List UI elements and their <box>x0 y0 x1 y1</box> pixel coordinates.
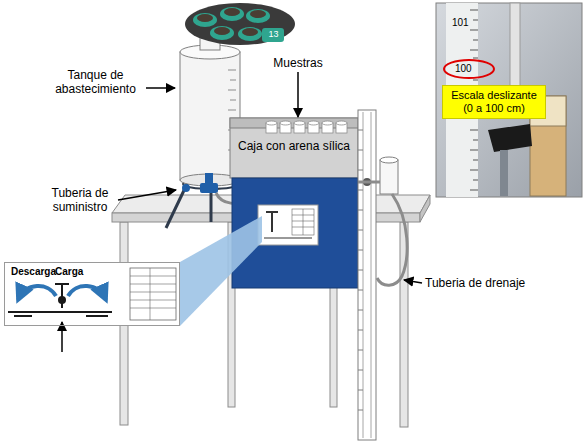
part-label: Muestras <box>268 56 328 70</box>
sand-box-part <box>292 209 314 235</box>
samples-photo <box>185 3 295 45</box>
scale-photo-part <box>510 3 520 98</box>
valve-panel: DescargaCarga <box>4 262 180 326</box>
samples <box>266 121 347 133</box>
sliding-scale-part <box>358 110 376 440</box>
sand-box <box>230 118 358 288</box>
samples-photo-part <box>242 28 258 36</box>
sand-box-part <box>264 238 312 239</box>
art-part-part <box>294 121 305 125</box>
samples-photo-part <box>262 28 284 42</box>
supply-tank-part <box>205 173 213 184</box>
leader-arrows-part <box>146 87 175 89</box>
sliding-scale-part <box>380 157 398 163</box>
sand-box-part <box>271 212 273 232</box>
zoom-wedge <box>180 216 262 326</box>
sliding-scale-part <box>358 130 363 410</box>
scale-photo <box>436 3 582 197</box>
leader-arrows-part <box>297 72 299 117</box>
leader-arrows-part <box>404 280 422 283</box>
sand-box-part <box>230 118 358 178</box>
zoom-wedge-part <box>180 216 262 326</box>
part-label: Tuberia de drenaje <box>425 276 555 290</box>
valve-panel-part <box>68 286 106 300</box>
node-text: Descarga <box>11 266 56 277</box>
scale-photo-part <box>444 60 494 78</box>
valve-panel-part <box>130 268 176 320</box>
samples-photo-part <box>193 13 217 27</box>
box-label: Caja con arena sílica <box>232 137 356 155</box>
sand-box-part <box>266 211 278 213</box>
sand-box-part <box>258 205 318 245</box>
node-text: Caja con arena sílica <box>236 139 352 153</box>
sliding-scale-part <box>371 112 372 438</box>
samples-photo-part <box>197 14 213 22</box>
valve-panel <box>4 262 180 326</box>
node-text: Carga <box>55 266 83 277</box>
valve-panel-part <box>55 283 69 285</box>
samples-photo-part <box>224 8 240 16</box>
supply-tank-part <box>200 183 218 193</box>
table-part <box>420 195 430 222</box>
scale-photo-part <box>500 150 508 196</box>
samples-photo-part <box>214 27 230 35</box>
leader-arrows <box>62 72 422 352</box>
samples-photo-part <box>185 3 295 45</box>
part-label: Tanque de abastecimiento <box>48 68 143 96</box>
valve-panel-part <box>8 312 112 316</box>
part-label: Tuberia de suministro <box>38 186 122 214</box>
scale-photo-part <box>436 3 582 197</box>
scale-number: 101 <box>452 17 476 29</box>
samples-photo-part <box>246 9 270 23</box>
sliding-scale-part <box>358 181 380 184</box>
drain-pipe-part <box>377 194 407 285</box>
sliding-scale-part <box>363 112 364 438</box>
samples-photo-part <box>238 27 262 41</box>
samples-photo-part <box>220 7 244 21</box>
supply-tank-part <box>182 184 190 192</box>
leader-arrows-part <box>61 322 63 352</box>
samples-photo-part <box>210 26 234 40</box>
scale-photo-part <box>488 124 532 152</box>
art-part <box>266 121 347 133</box>
drain-pipe <box>377 194 407 285</box>
callout-box: Escala deslizante (0 a 100 cm) <box>442 85 546 119</box>
node-text: Escala deslizante (0 a 100 cm) <box>445 89 543 115</box>
sliding-scale-part <box>380 160 398 194</box>
valve-panel-part <box>4 262 180 326</box>
art-part-part <box>336 121 347 125</box>
scale-number: 100 <box>455 63 479 75</box>
sliding-scale <box>358 110 398 440</box>
samples-photo-part <box>250 10 266 18</box>
valve-panel-part <box>130 268 176 320</box>
table <box>112 195 430 427</box>
art-part-part <box>308 121 319 125</box>
cup-number: 13 <box>265 29 282 40</box>
leader-arrows-part <box>118 190 176 200</box>
valve-panel-part <box>58 296 66 304</box>
art-part-part <box>266 121 277 125</box>
art-part-part <box>280 121 291 125</box>
valve-panel-part <box>18 286 56 300</box>
art-part-part <box>322 121 333 125</box>
sand-box-part <box>292 209 314 235</box>
